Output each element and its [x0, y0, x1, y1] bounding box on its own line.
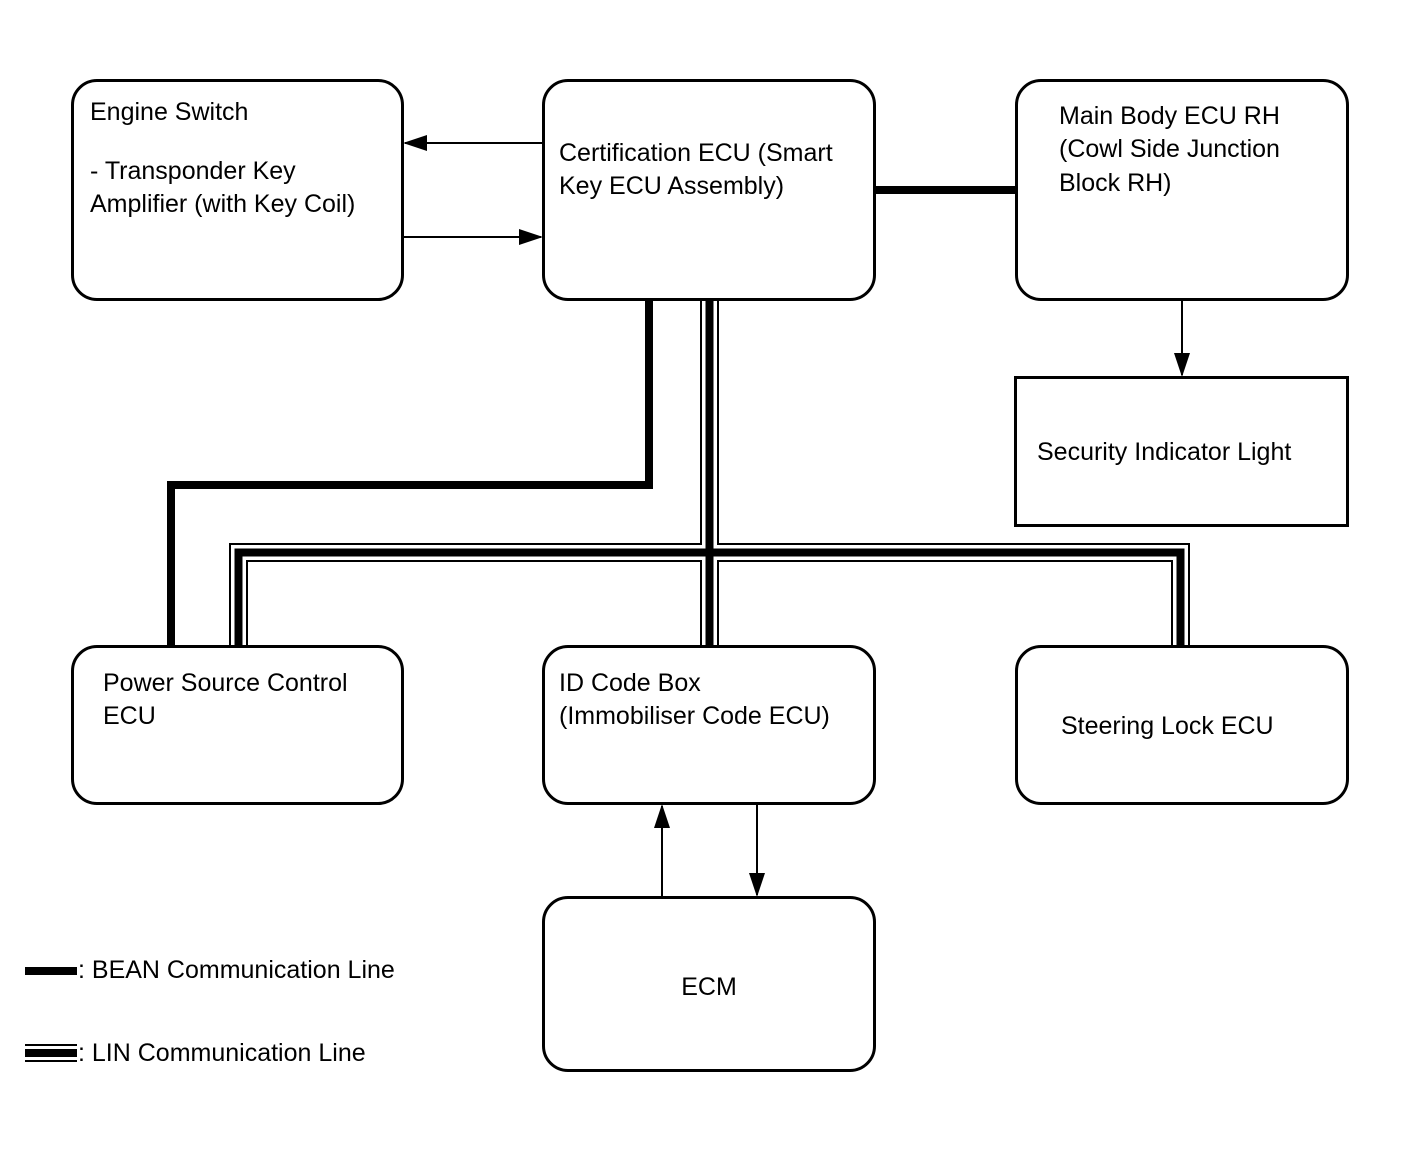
- engine-switch-box: Engine Switch - Transponder Key Amplifie…: [71, 79, 404, 301]
- lin-bus-outline-upper: [229, 300, 702, 646]
- ecm-box: ECM: [542, 896, 876, 1072]
- certification-ecu-line2: Key ECU Assembly): [559, 172, 785, 200]
- engine-switch-sub-line1: - Transponder Key: [90, 157, 296, 185]
- lin-bus-outline-lower-left: [246, 560, 702, 646]
- main-body-ecu-line3: Block RH): [1059, 169, 1172, 197]
- power-source-control-ecu-box: Power Source Control ECU: [71, 645, 404, 805]
- power-source-control-ecu-line2: ECU: [103, 702, 156, 730]
- certification-ecu-box: Certification ECU (Smart Key ECU Assembl…: [542, 79, 876, 301]
- legend-lin-label: : LIN Communication Line: [78, 1039, 366, 1067]
- id-code-box-line2: (Immobiliser Code ECU): [559, 702, 830, 730]
- legend-lin-swatch: [25, 1044, 77, 1062]
- engine-switch-title: Engine Switch: [90, 98, 249, 126]
- lin-bus-outline-upper-right: [717, 300, 1190, 646]
- id-code-box-line1: ID Code Box: [559, 669, 701, 697]
- legend-bean-label: : BEAN Communication Line: [78, 956, 395, 984]
- main-body-ecu-box: Main Body ECU RH (Cowl Side Junction Blo…: [1015, 79, 1349, 301]
- main-body-ecu-line1: Main Body ECU RH: [1059, 102, 1280, 130]
- steering-lock-ecu-label: Steering Lock ECU: [1061, 712, 1274, 740]
- main-body-ecu-line2: (Cowl Side Junction: [1059, 135, 1280, 163]
- bean-line-cert-power-source: [167, 300, 653, 646]
- security-indicator-light-label: Security Indicator Light: [1037, 438, 1292, 466]
- lin-bus: [229, 300, 1190, 646]
- ecm-label: ECM: [681, 973, 737, 1001]
- id-code-box: ID Code Box (Immobiliser Code ECU): [542, 645, 876, 805]
- steering-lock-ecu-box: Steering Lock ECU: [1015, 645, 1349, 805]
- certification-ecu-line1: Certification ECU (Smart: [559, 139, 833, 167]
- engine-switch-sub-line2: Amplifier (with Key Coil): [90, 190, 356, 218]
- security-indicator-light-box: Security Indicator Light: [1014, 376, 1349, 527]
- lin-bus-outline-lower-right: [717, 560, 1173, 646]
- power-source-control-ecu-line1: Power Source Control: [103, 669, 348, 697]
